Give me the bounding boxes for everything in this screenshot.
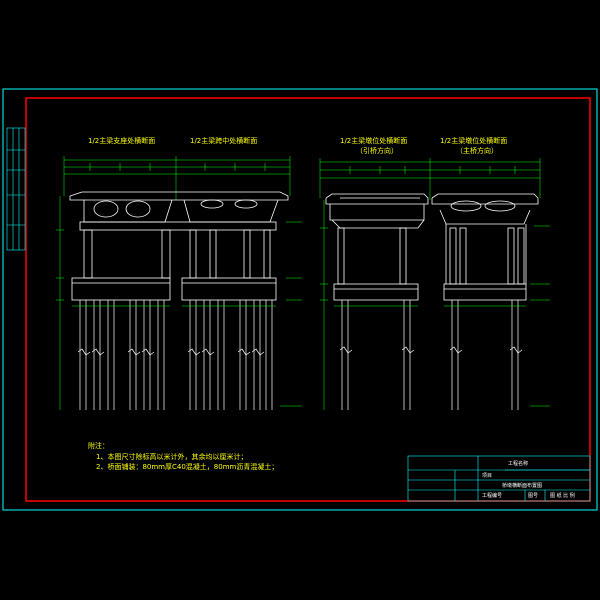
title-block-item-label: 项目 [482, 473, 492, 479]
title-block-drawing-no-label: 工程编号 [482, 492, 502, 499]
notes-line-1: 1、本图尺寸除标高以米计外，其余均以厘米计； [96, 452, 247, 461]
title-block-drawing-name: 桥墩横断面布置图 [502, 482, 542, 489]
title-block-scale-label: 图 纸 比 例 [550, 492, 575, 499]
outer-frame [2, 88, 598, 511]
left-drawing [56, 156, 302, 410]
title-block-project-label: 工程名称 [508, 460, 528, 467]
section-title-right-b: 1/2主梁墩位处横断面 [440, 136, 507, 145]
section-title-right-a: 1/2主梁墩位处横断面 [340, 136, 407, 145]
right-drawing [319, 158, 550, 410]
section-title-left-a: 1/2主梁支座处横断面 [88, 136, 155, 145]
section-title-left-b: 1/2主梁跨中处横断面 [190, 136, 257, 145]
binding-strip [6, 127, 26, 251]
inner-frame [25, 97, 591, 502]
title-block-sheet-label: 图号 [528, 493, 538, 499]
section-title-right-b-sub: （主桥方向） [456, 146, 498, 155]
title-block: 工程名称 项目 桥墩横断面布置图 工程编号 图号 图 纸 比 例 [407, 455, 591, 502]
notes-heading: 附注： [88, 441, 109, 450]
notes-line-2: 2、桥面铺装：80mm厚C40混凝土，80mm沥青混凝土； [96, 462, 278, 471]
section-title-right-a-sub: （引桥方向） [356, 146, 398, 155]
